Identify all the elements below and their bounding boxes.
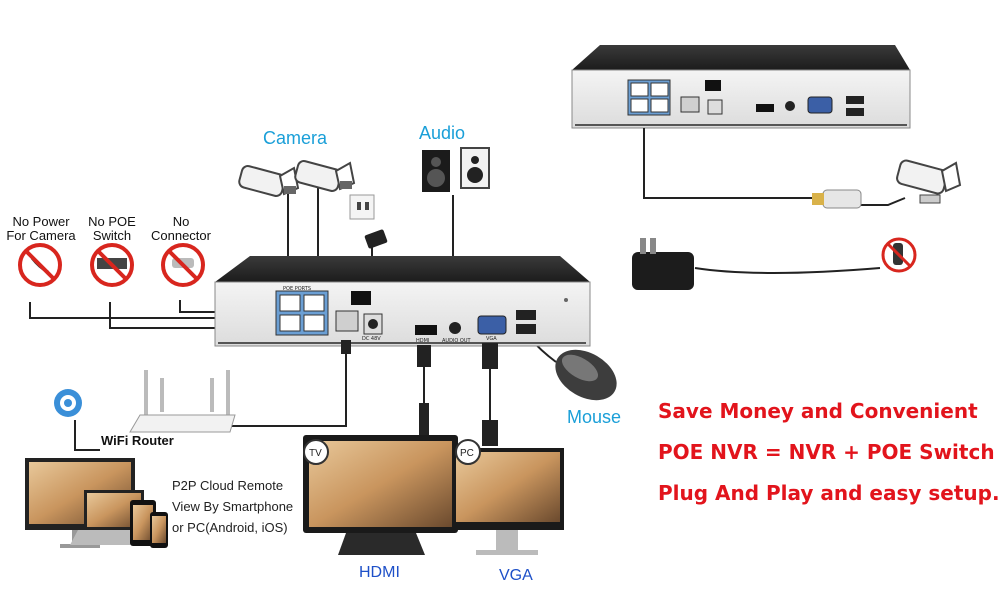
- no-connector-label: No Connector: [148, 215, 214, 243]
- no-connector-line2: Connector: [148, 229, 214, 243]
- mouse-label: Mouse: [567, 407, 621, 428]
- p2p-devices-icon: [25, 458, 168, 548]
- slogan-line1: Save Money and Convenient: [658, 399, 978, 423]
- p2p-caption: P2P Cloud Remote View By Smartphone or P…: [172, 475, 293, 538]
- camera-label: Camera: [263, 128, 327, 149]
- camera-icon: [238, 160, 354, 198]
- rj45-connector-icon: [812, 190, 861, 208]
- vga-label: VGA: [499, 567, 533, 585]
- no-connector-line1: No: [148, 215, 214, 229]
- no-power-line1: No Power: [6, 215, 76, 229]
- no-connector-icon: [163, 245, 203, 285]
- wifi-router-label: WiFi Router: [101, 433, 174, 448]
- cable-connectors: [341, 340, 498, 446]
- hdmi-port: [415, 325, 437, 335]
- no-poe-line2: Switch: [84, 229, 140, 243]
- power-switch: [351, 291, 371, 305]
- hdmi-label: HDMI: [359, 564, 400, 582]
- panel-label-vga: VGA: [486, 336, 497, 342]
- tv-badge-text: TV: [309, 448, 322, 459]
- no-power-label: No Power For Camera: [6, 215, 76, 243]
- no-power-needed-icon: [883, 239, 915, 271]
- p2p-line2: View By Smartphone: [172, 496, 293, 517]
- no-poe-switch-icon: [92, 245, 132, 285]
- panel-label-hdmi: HDMI: [416, 338, 429, 344]
- wifi-router-icon: [130, 370, 235, 432]
- mouse-icon: [546, 339, 625, 410]
- right-nvr-device: [572, 45, 910, 128]
- right-power-adapter-icon: [632, 238, 694, 290]
- no-poe-line1: No POE: [84, 215, 140, 229]
- cloud-icon: [54, 389, 82, 417]
- power-adapter-icon: [350, 195, 388, 249]
- no-power-icon: [20, 245, 60, 285]
- lan-port: [336, 311, 358, 331]
- main-nvr-device: [215, 256, 590, 346]
- panel-label-audio-out: AUDIO OUT: [442, 338, 472, 344]
- pc-badge-text: PC: [460, 448, 474, 459]
- speaker-icon: [422, 148, 489, 192]
- p2p-line3: or PC(Android, iOS): [172, 517, 293, 538]
- right-camera-icon: [896, 159, 960, 203]
- audio-port: [449, 322, 461, 334]
- panel-label-poe-ports: POE PORTS: [283, 286, 311, 292]
- panel-label-dc: DC 48V: [362, 336, 381, 342]
- no-poe-label: No POE Switch: [84, 215, 140, 243]
- tv-monitor: [303, 435, 458, 555]
- audio-label: Audio: [419, 123, 465, 144]
- right-wiring: [644, 128, 905, 273]
- slogan-line2: POE NVR = NVR + POE Switch ,: [658, 440, 1000, 464]
- vga-port: [478, 316, 506, 334]
- p2p-line1: P2P Cloud Remote: [172, 475, 293, 496]
- no-power-line2: For Camera: [6, 229, 76, 243]
- slogan-line3: Plug And Play and easy setup.: [658, 481, 1000, 505]
